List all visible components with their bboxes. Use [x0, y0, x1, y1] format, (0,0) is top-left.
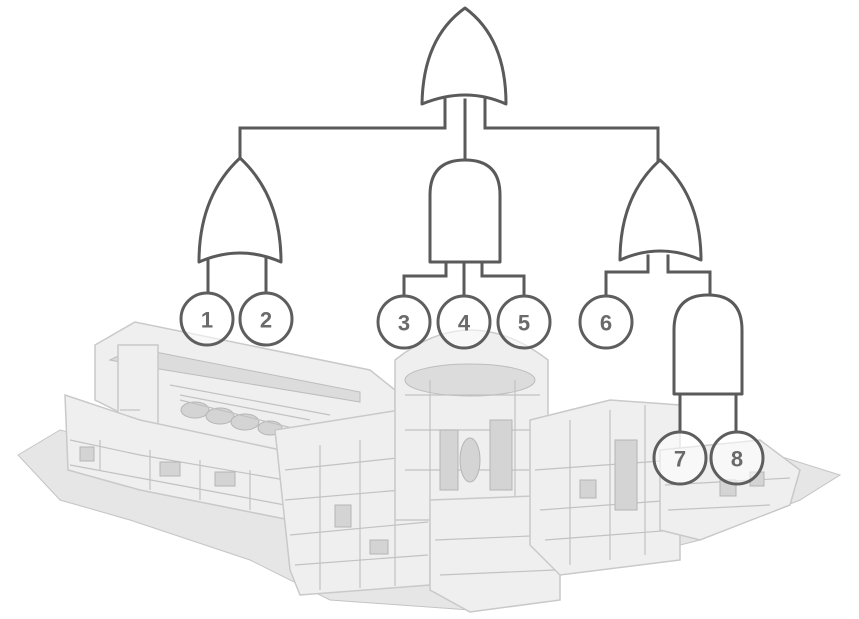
- event-label: 6: [600, 311, 612, 336]
- basic-event-6: 6: [580, 296, 632, 348]
- event-label: 8: [731, 447, 743, 472]
- reactor-containment: [395, 330, 548, 520]
- event-label: 2: [260, 308, 272, 333]
- event-label: 4: [458, 311, 471, 336]
- and-gate-icon: [430, 160, 500, 262]
- basic-event-7: 7: [654, 432, 706, 484]
- or-gate-icon: [199, 158, 281, 262]
- basic-event-3: 3: [378, 296, 430, 348]
- or-gate-icon: [620, 160, 701, 260]
- basic-event-5: 5: [498, 296, 550, 348]
- event-label: 5: [518, 311, 530, 336]
- basic-event-2: 2: [240, 293, 292, 345]
- and-gate-icon: [674, 295, 742, 394]
- event-label: 7: [674, 447, 686, 472]
- basic-event-1: 1: [181, 293, 233, 345]
- event-label: 1: [201, 308, 213, 333]
- event-label: 3: [398, 311, 410, 336]
- basic-event-4: 4: [438, 296, 490, 348]
- basic-event-8: 8: [711, 432, 763, 484]
- top-or-gate-icon: [422, 8, 506, 104]
